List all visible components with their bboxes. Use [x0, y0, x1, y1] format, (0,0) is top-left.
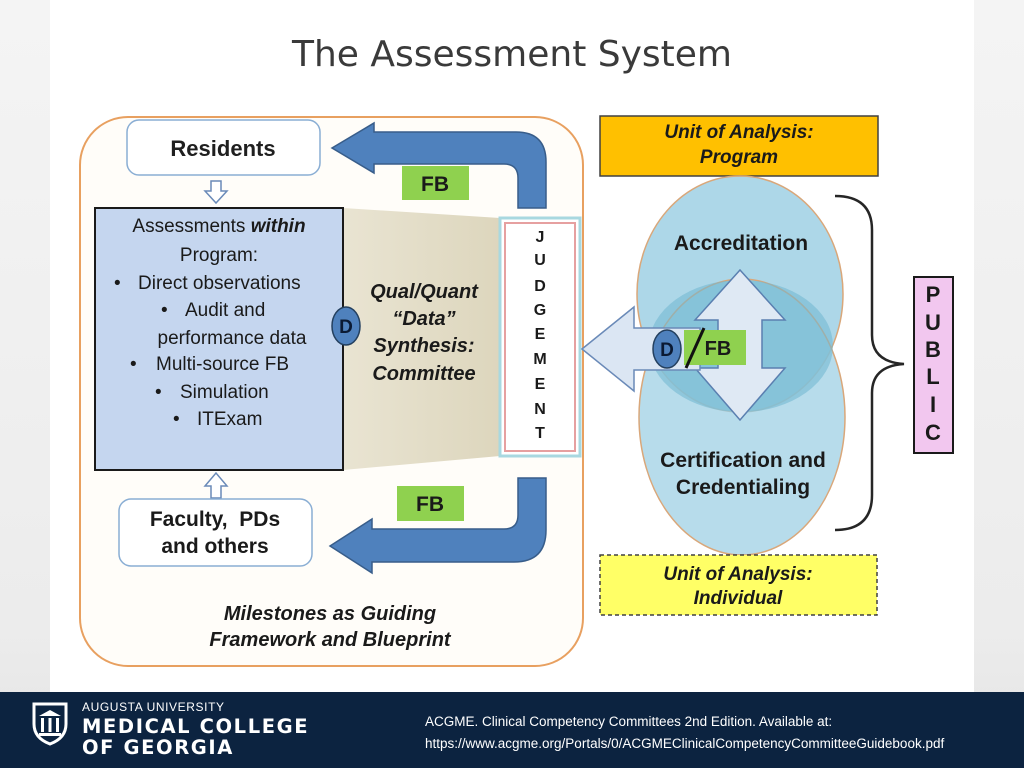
milestones-caption: Milestones as Guiding Framework and Blue… [209, 603, 451, 651]
judgement-letter-7: E [535, 376, 546, 393]
slash-divider [684, 327, 706, 369]
data-marker-right-label: D [660, 340, 674, 361]
public-letter-6: C [925, 420, 941, 445]
citation-line-2: https://www.acgme.org/Portals/0/ACGMECli… [425, 736, 945, 751]
bullet-5: • [173, 409, 180, 430]
unit-individual-line-1: Unit of Analysis: [663, 564, 812, 585]
bullet-4: • [155, 382, 162, 403]
assessments-heading-plain: Assessments [132, 216, 250, 237]
synthesis-text: Qual/Quant “Data” Synthesis: Committee [370, 281, 479, 385]
up-arrow-icon [203, 471, 229, 499]
unit-individual-line-2: Individual [694, 588, 783, 609]
fb-label-bottom: FB [416, 493, 444, 516]
judgement-letter-4: G [534, 302, 546, 319]
assessments-heading-emph: within [251, 216, 306, 237]
assessments-heading: Assessments within [132, 216, 305, 237]
judgement-letter-6: M [533, 351, 546, 368]
slide-title: The Assessment System [291, 34, 732, 75]
unit-individual-box: Unit of Analysis: Individual [599, 554, 878, 616]
faculty-line-1: Faculty, PDs [150, 508, 280, 531]
college-name-line-1: MEDICAL COLLEGE [82, 715, 310, 738]
feedback-arrow-bottom [328, 477, 547, 575]
fb-label-circle: FB [705, 338, 732, 360]
assessment-item-3: performance data [158, 328, 307, 349]
judgement-letter-3: D [534, 278, 546, 295]
data-marker-left: D [331, 306, 361, 346]
footer-bar: AUGUSTA UNIVERSITY MEDICAL COLLEGE OF GE… [0, 692, 1024, 768]
certification-line-1: Certification and [660, 449, 826, 472]
judgement-letter-8: N [534, 401, 546, 418]
feedback-arrow-top [330, 121, 547, 209]
down-arrow-icon [203, 180, 229, 205]
faculty-line-2: and others [161, 535, 268, 558]
fb-label-top: FB [421, 173, 449, 196]
unit-program-line-2: Program [700, 147, 778, 168]
assessment-item-4: Multi-source FB [156, 354, 289, 375]
judgement-letter-2: U [534, 252, 546, 269]
judgement-letter-5: E [535, 326, 546, 343]
fb-box-top: FB [402, 166, 469, 200]
assessments-heading-line2: Program: [180, 245, 258, 266]
residents-box: Residents [126, 119, 321, 176]
public-letter-2: U [925, 310, 941, 335]
judgement-letter-9: T [535, 425, 545, 442]
public-letter-1: P [926, 282, 941, 307]
curly-brace [834, 194, 905, 532]
assessment-system-diagram: The Assessment System Residents Assessme… [79, 34, 954, 667]
assessment-item-1: Direct observations [138, 273, 301, 294]
bullet-1: • [114, 273, 121, 294]
data-marker-left-label: D [339, 317, 353, 338]
milestones-line-1: Milestones as Guiding [224, 603, 436, 625]
synthesis-line-2: “Data” [392, 308, 455, 330]
college-name-line-2: OF GEORGIA [82, 736, 234, 759]
fb-box-circle: FB [684, 330, 746, 365]
university-name: AUGUSTA UNIVERSITY [82, 700, 225, 714]
assessment-item-5: Simulation [180, 382, 269, 403]
bullet-2: • [161, 300, 168, 321]
synthesis-line-1: Qual/Quant [370, 281, 479, 303]
citation-line-1: ACGME. Clinical Competency Committees 2n… [425, 714, 833, 729]
judgement-letter-1: J [536, 229, 545, 246]
judgement-box: J U D G E M E N T [498, 216, 582, 458]
public-box: P U B L I C [913, 276, 954, 454]
synthesis-line-3: Synthesis: [373, 335, 474, 357]
data-marker-right: D [652, 329, 682, 369]
public-letter-5: I [930, 392, 936, 417]
augusta-university-logo-icon [32, 702, 68, 746]
synthesis-line-4: Committee [372, 363, 475, 385]
unit-program-line-1: Unit of Analysis: [664, 122, 813, 143]
residents-label: Residents [170, 136, 275, 161]
milestones-line-2: Framework and Blueprint [209, 629, 451, 651]
certification-line-2: Credentialing [676, 476, 810, 499]
assessment-item-6: ITExam [197, 409, 262, 430]
public-letter-4: L [926, 364, 939, 389]
synthesis-wedge [343, 208, 500, 470]
bullet-3: • [130, 354, 137, 375]
public-letter-3: B [925, 337, 941, 362]
assessment-item-2: Audit and [185, 300, 265, 321]
accreditation-label: Accreditation [674, 232, 808, 255]
fb-box-bottom: FB [397, 486, 464, 521]
assessments-box: Assessments within Program: • Direct obs… [94, 207, 344, 471]
faculty-box: Faculty, PDs and others [118, 498, 313, 567]
unit-program-box: Unit of Analysis: Program [599, 115, 879, 177]
